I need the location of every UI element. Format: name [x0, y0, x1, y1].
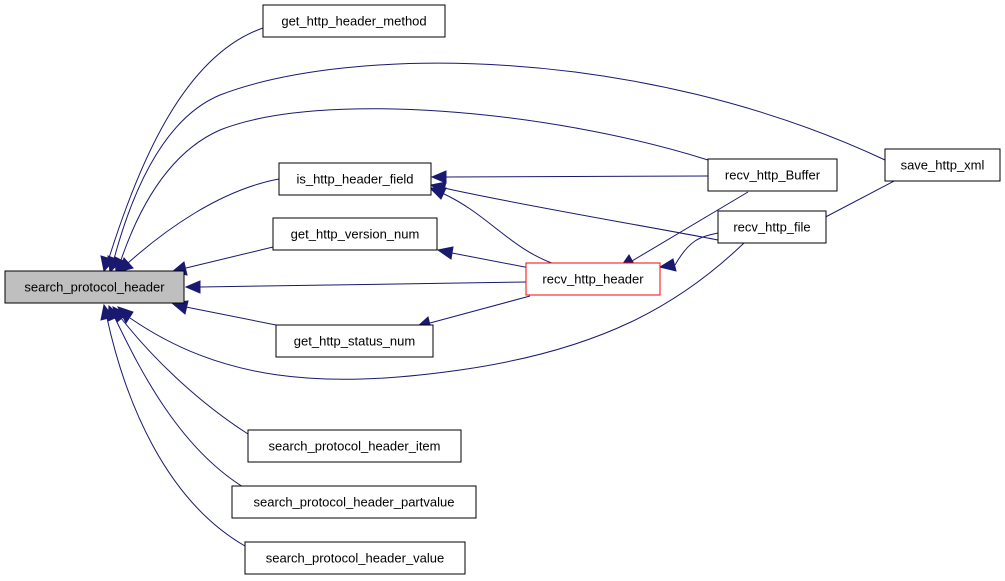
edge-buffer-to-field — [445, 175, 709, 178]
node-label: get_http_status_num — [294, 334, 415, 349]
edge-search-protocol-header-item — [120, 317, 249, 435]
node-get-http-header-method[interactable]: get_http_header_method — [262, 4, 446, 38]
edge-buffer-to-header — [631, 191, 749, 262]
edge-recv-http-header — [199, 281, 527, 288]
edge-recv-http-file-search — [129, 241, 746, 380]
edge-recv-http-buffer — [120, 108, 709, 261]
edges — [100, 27, 897, 547]
edge-search-protocol-header-partvalue — [114, 317, 249, 491]
node-get-http-status-num[interactable]: get_http_status_num — [275, 324, 434, 358]
node-label: is_http_header_field — [296, 172, 413, 187]
node-search-protocol-header-item[interactable]: search_protocol_header_item — [247, 429, 462, 463]
node-search-protocol-header-partvalue[interactable]: search_protocol_header_partvalue — [231, 485, 477, 519]
edge-arrowhead — [100, 303, 114, 321]
edge-header-to-version — [451, 252, 531, 269]
edge-save-http-xml — [113, 62, 886, 260]
node-recv-http-header[interactable]: recv_http_header — [525, 262, 661, 296]
node-recv-http-buffer[interactable]: recv_http_Buffer — [707, 158, 838, 192]
edge-file-to-field — [443, 187, 719, 241]
node-label: search_protocol_header_partvalue — [254, 495, 455, 510]
edge-arrowhead — [428, 187, 447, 200]
edge-file-to-header — [674, 232, 719, 266]
edge-get-http-header-method — [108, 27, 264, 259]
edge-arrowhead — [658, 258, 677, 272]
node-save-http-xml[interactable]: save_http_xml — [884, 148, 1001, 182]
node-label: get_http_header_method — [281, 14, 426, 29]
node-label: recv_http_header — [542, 272, 644, 287]
edge-xml-to-file — [815, 179, 897, 223]
edge-header-to-field — [441, 192, 561, 267]
edge-get-http-version-num — [185, 246, 274, 269]
node-recv-http-file[interactable]: recv_http_file — [717, 210, 827, 244]
edge-header-to-status — [429, 295, 531, 324]
node-label: recv_http_file — [733, 220, 810, 235]
node-is-http-header-field[interactable]: is_http_header_field — [278, 162, 432, 196]
edge-arrowhead — [430, 170, 447, 184]
node-label: get_http_version_num — [291, 227, 420, 242]
node-label: save_http_xml — [901, 158, 985, 173]
edge-is-http-header-field — [127, 178, 280, 264]
edge-get-http-status-num — [185, 306, 277, 326]
node-label: search_protocol_header — [24, 280, 165, 295]
node-label: search_protocol_header_item — [269, 439, 441, 454]
edge-arrowhead — [184, 280, 201, 294]
edge-search-protocol-header-value — [106, 317, 246, 547]
node-get-http-version-num[interactable]: get_http_version_num — [272, 217, 438, 251]
node-label: recv_http_Buffer — [725, 168, 821, 183]
node-search-protocol-header-value[interactable]: search_protocol_header_value — [244, 541, 466, 575]
edge-arrowhead — [117, 257, 134, 273]
nodes: search_protocol_header get_http_header_m… — [4, 4, 1001, 575]
node-label: search_protocol_header_value — [266, 551, 445, 566]
node-search-protocol-header[interactable]: search_protocol_header — [4, 270, 185, 304]
edge-arrowhead — [436, 246, 454, 260]
